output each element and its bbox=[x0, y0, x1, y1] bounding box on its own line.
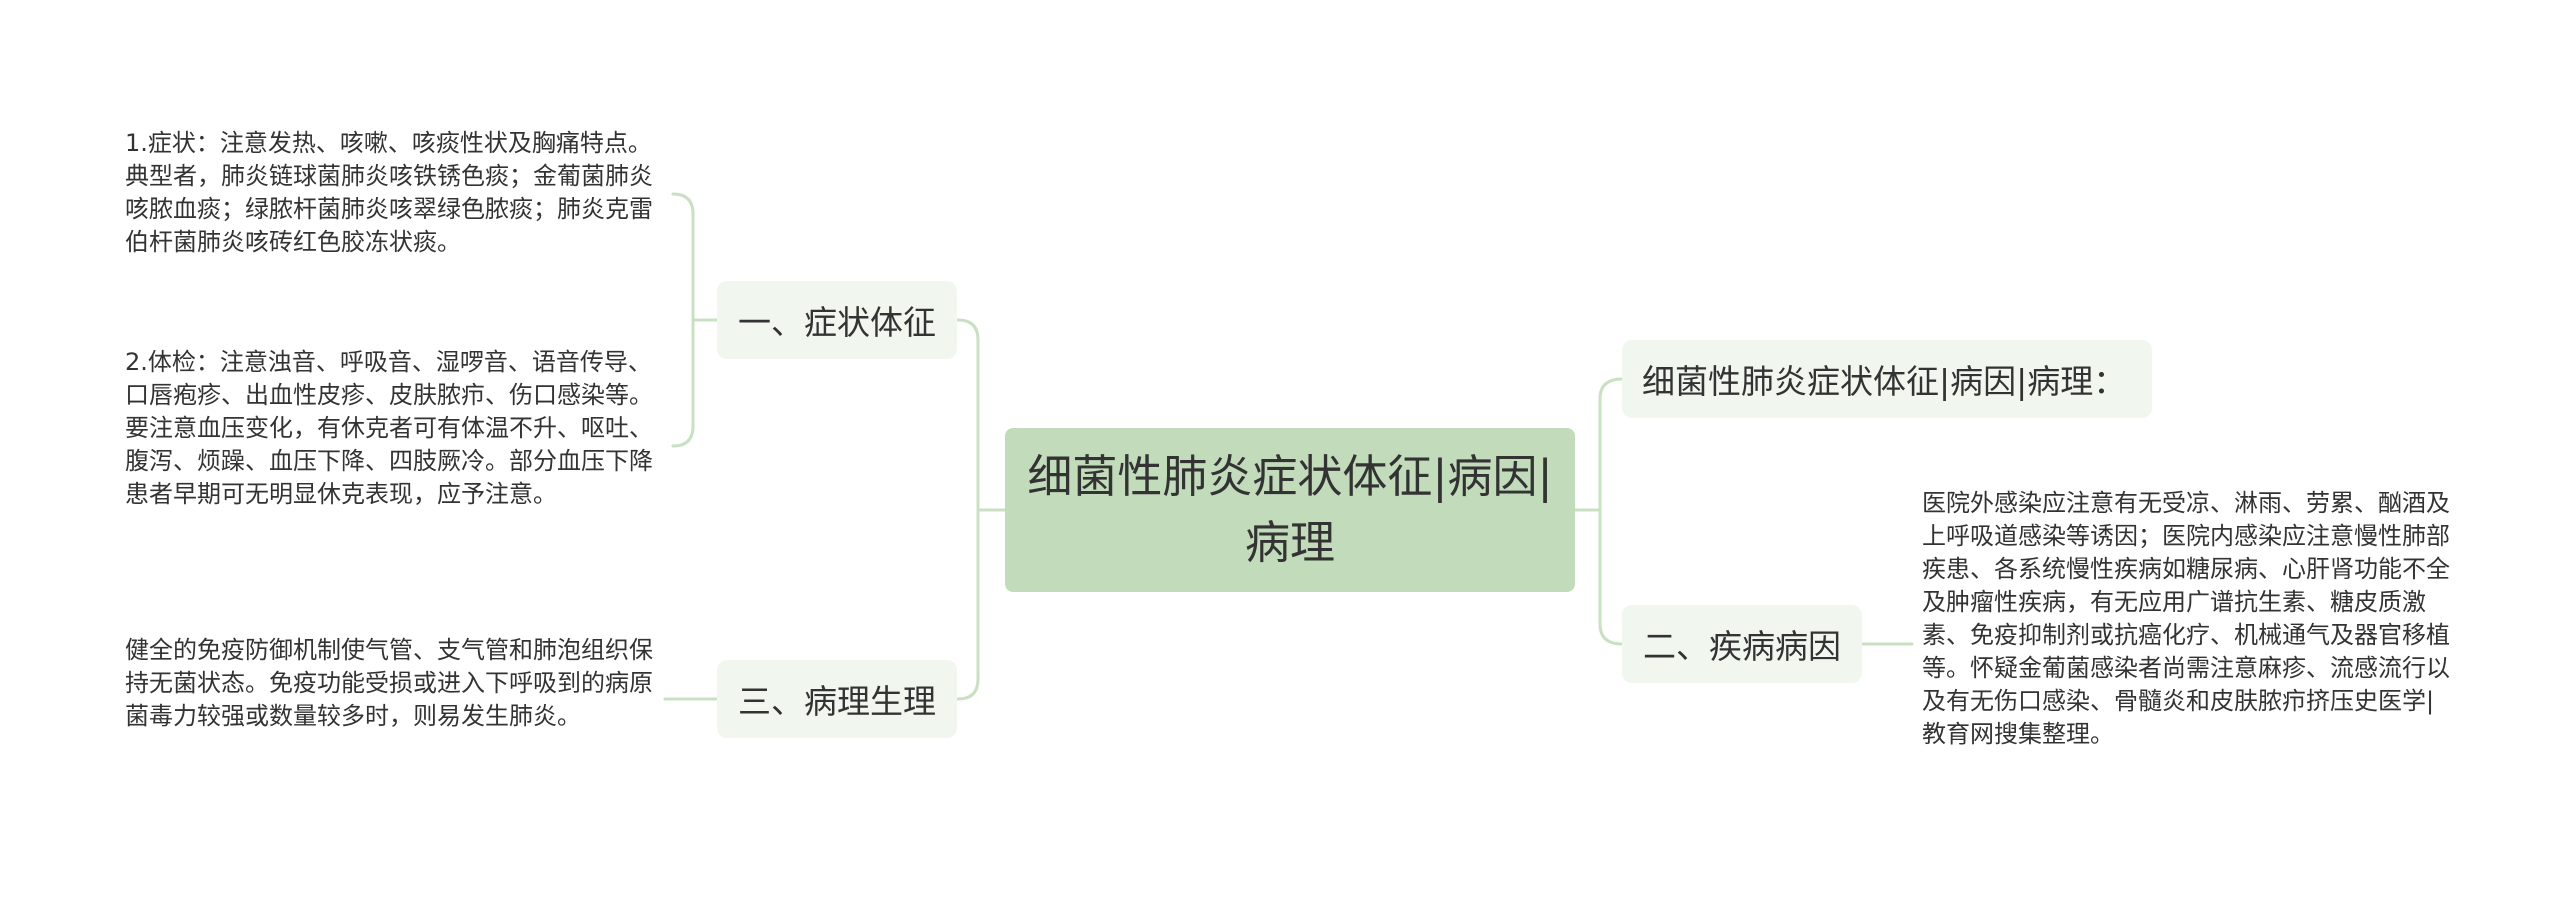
root-title: 细菌性肺炎症状体征|病因|病理 bbox=[1027, 450, 1553, 569]
leaf-symptom-2: 2.体检：注意浊音、呼吸音、湿啰音、语音传导、口唇疱疹、出血性皮疹、皮肤脓疖、伤… bbox=[125, 348, 653, 508]
branch-symptoms[interactable]: 一、症状体征 bbox=[717, 281, 957, 359]
branch-symptoms-label: 一、症状体征 bbox=[738, 303, 936, 342]
branch-pathology[interactable]: 三、病理生理 bbox=[717, 660, 957, 738]
branch-pathology-label: 三、病理生理 bbox=[738, 682, 936, 721]
leaf-pathology-1: 健全的免疫防御机制使气管、支气管和肺泡组织保持无菌状态。免疫功能受损或进入下呼吸… bbox=[125, 636, 653, 730]
branch-cause[interactable]: 二、疾病病因 bbox=[1622, 605, 1862, 683]
root-node[interactable]: 细菌性肺炎症状体征|病因|病理 bbox=[1005, 428, 1575, 592]
leaf-cause-1: 医院外感染应注意有无受凉、淋雨、劳累、酗酒及上呼吸道感染等诱因；医院内感染应注意… bbox=[1922, 489, 2450, 748]
branch-subtitle-label: 细菌性肺炎症状体征|病因|病理： bbox=[1642, 362, 2127, 401]
branch-subtitle[interactable]: 细菌性肺炎症状体征|病因|病理： bbox=[1622, 340, 2152, 418]
branch-cause-label: 二、疾病病因 bbox=[1643, 627, 1841, 666]
link-root-subtitle bbox=[1573, 377, 1624, 512]
link-root-symptoms bbox=[956, 318, 1007, 512]
leaf-symptom-1: 1.症状：注意发热、咳嗽、咳痰性状及胸痛特点。典型者，肺炎链球菌肺炎咳铁锈色痰；… bbox=[125, 129, 653, 256]
link-root-cause bbox=[1573, 508, 1624, 646]
link-symptoms-leaves bbox=[671, 192, 719, 448]
link-root-pathology bbox=[956, 508, 1007, 701]
